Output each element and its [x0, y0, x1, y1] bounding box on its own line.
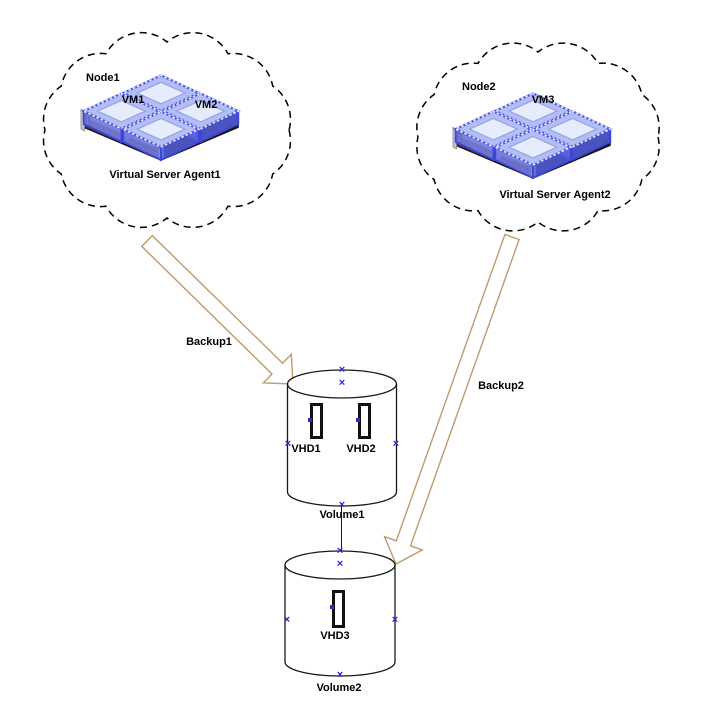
backup2-label: Backup2 [478, 380, 524, 392]
connection-point-icon: × [336, 545, 344, 557]
volume2-label: Volume2 [316, 682, 362, 694]
backup1-arrow [140, 234, 294, 385]
vm1-label: VM1 [121, 94, 145, 106]
connection-point-icon: × [284, 438, 292, 450]
node2-label: Node2 [462, 81, 496, 93]
vm2-label: VM2 [194, 99, 218, 111]
vhd3-label: VHD3 [320, 630, 350, 642]
connection-point-icon: × [338, 499, 346, 511]
backup1-label: Backup1 [186, 336, 232, 348]
vm3-label: VM3 [531, 94, 555, 106]
connection-point-icon: × [338, 377, 346, 389]
cylinder-top-rim [286, 383, 398, 399]
connection-point-icon: × [336, 558, 344, 570]
virtual-server-agent2-label: Virtual Server Agent2 [499, 189, 611, 201]
connection-point-icon: × [338, 364, 346, 376]
connection-point-icon: × [392, 438, 400, 450]
node1-label: Node1 [86, 72, 120, 84]
connection-point-icon: × [336, 669, 344, 681]
volume1-volume2-connector-line [341, 506, 342, 551]
cylinder-body [286, 369, 398, 507]
vhd-handle-icon [330, 605, 334, 609]
connection-point-icon: × [391, 614, 399, 626]
volume1-cylinder [286, 369, 398, 507]
vhd3-icon [332, 590, 345, 628]
vhd-handle-icon [356, 418, 360, 422]
backup2-arrow [383, 233, 520, 565]
connection-point-icon: × [283, 614, 291, 626]
volume1-label: Volume1 [319, 509, 365, 521]
virtual-server-agent1-label: Virtual Server Agent1 [109, 169, 221, 181]
vhd2-label: VHD2 [346, 443, 376, 455]
vhd-handle-icon [308, 418, 312, 422]
cylinder-top-rim [284, 564, 396, 580]
vhd1-label: VHD1 [291, 443, 321, 455]
